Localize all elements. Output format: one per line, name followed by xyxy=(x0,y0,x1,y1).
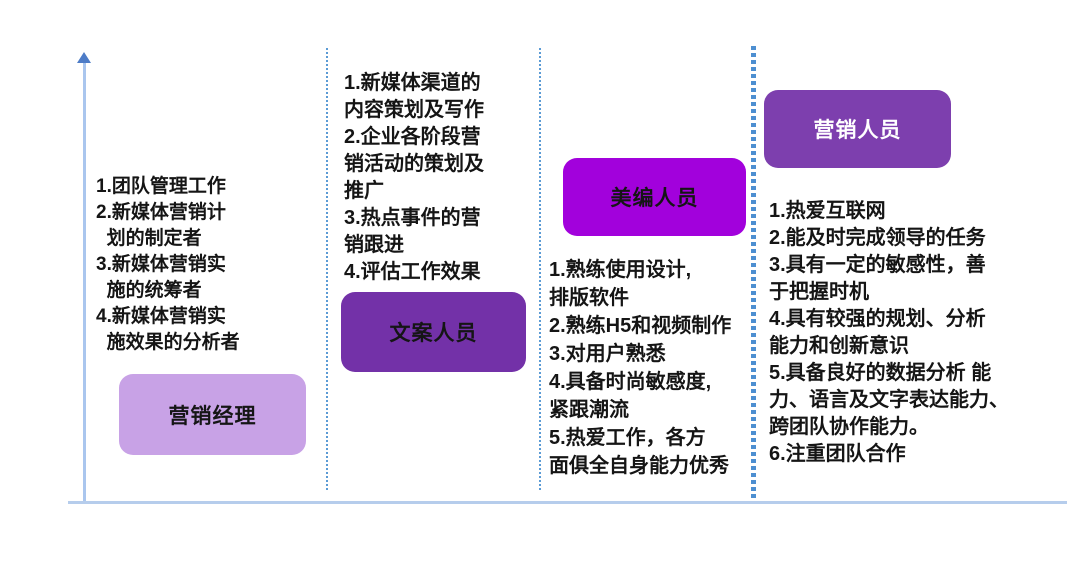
duty-line: 划的制定者 xyxy=(96,228,202,249)
duty-line: 5.热爱工作，各方 xyxy=(549,427,706,449)
duty-line: 1.热爱互联网 xyxy=(769,200,886,222)
duty-line: 能力和创新意识 xyxy=(769,335,909,357)
duty-line: 2.能及时完成领导的任务 xyxy=(769,227,986,249)
column-divider-3 xyxy=(751,46,756,498)
column-divider-1 xyxy=(326,48,328,490)
duty-line: 4.评估工作效果 xyxy=(344,261,481,283)
duty-line: 6.注重团队合作 xyxy=(769,443,906,465)
role-label-marketing-staff: 营销人员 xyxy=(813,119,902,142)
duty-line: 面俱全自身能力优秀 xyxy=(549,455,729,477)
duty-line: 3.热点事件的营 xyxy=(344,207,481,229)
duty-line: 销跟进 xyxy=(344,234,404,256)
duties-list-art-editor: 1.熟练使用设计, 排版软件 2.熟练H5和视频制作 3.对用户熟悉 4.具备时尚敏感度… xyxy=(549,256,771,480)
duties-list-marketing-staff: 1.热爱互联网 2.能及时完成领导的任务 3.具有一定的敏感性，善于把握时机 4.具有… xyxy=(769,198,1069,468)
duties-list-marketing-manager: 1.团队管理工作 2.新媒体营销计 划的制定者 3.新媒体营销实 施的统筹者 4.新媒… xyxy=(96,174,326,356)
y-axis-arrowhead-icon xyxy=(77,52,91,63)
column-divider-2 xyxy=(539,48,541,490)
role-box-marketing-manager: 营销经理 xyxy=(119,374,306,455)
duty-line: 2.熟练H5和视频制作 xyxy=(549,315,732,337)
x-axis-baseline xyxy=(68,501,1067,504)
duty-line: 2.企业各阶段营 xyxy=(344,126,481,148)
y-axis-line xyxy=(83,62,86,503)
duty-line: 销活动的策划及 xyxy=(344,153,484,175)
duty-line: 紧跟潮流 xyxy=(549,399,629,421)
duty-line: 1.团队管理工作 xyxy=(96,176,226,197)
role-box-art-editor: 美编人员 xyxy=(563,158,746,236)
duty-line: 3.对用户熟悉 xyxy=(549,343,666,365)
duty-line: 于把握时机 xyxy=(769,281,869,303)
duties-list-copywriter: 1.新媒体渠道的内容策划及写作 2.企业各阶段营销活动的策划及推广 3.热点事件的营… xyxy=(344,70,544,286)
duty-line: 3.新媒体营销实 xyxy=(96,254,226,275)
role-label-copywriter: 文案人员 xyxy=(389,322,478,345)
duty-line: 施效果的分析者 xyxy=(96,332,240,353)
duty-line: 推广 xyxy=(344,180,384,202)
role-box-copywriter: 文案人员 xyxy=(341,292,526,372)
duty-line: 4.具有较强的规划、分析 xyxy=(769,308,986,330)
role-label-marketing-manager: 营销经理 xyxy=(168,404,257,428)
duty-line: 内容策划及写作 xyxy=(344,99,484,121)
duty-line: 1.新媒体渠道的 xyxy=(344,72,481,94)
duty-line: 3.具有一定的敏感性，善 xyxy=(769,254,986,276)
role-box-marketing-staff: 营销人员 xyxy=(764,90,951,168)
duty-line: 排版软件 xyxy=(549,287,629,309)
duty-line: 1.熟练使用设计, xyxy=(549,259,692,281)
duty-line: 跨团队协作能力。 xyxy=(769,416,929,438)
duty-line: 力、语言及文字表达能力、 xyxy=(769,389,1009,411)
duty-line: 4.新媒体营销实 xyxy=(96,306,226,327)
duty-line: 2.新媒体营销计 xyxy=(96,202,226,223)
duty-line: 5.具备良好的数据分析 能 xyxy=(769,362,992,384)
duty-line: 4.具备时尚敏感度, xyxy=(549,371,712,393)
duty-line: 施的统筹者 xyxy=(96,280,202,301)
role-label-art-editor: 美编人员 xyxy=(610,187,699,210)
